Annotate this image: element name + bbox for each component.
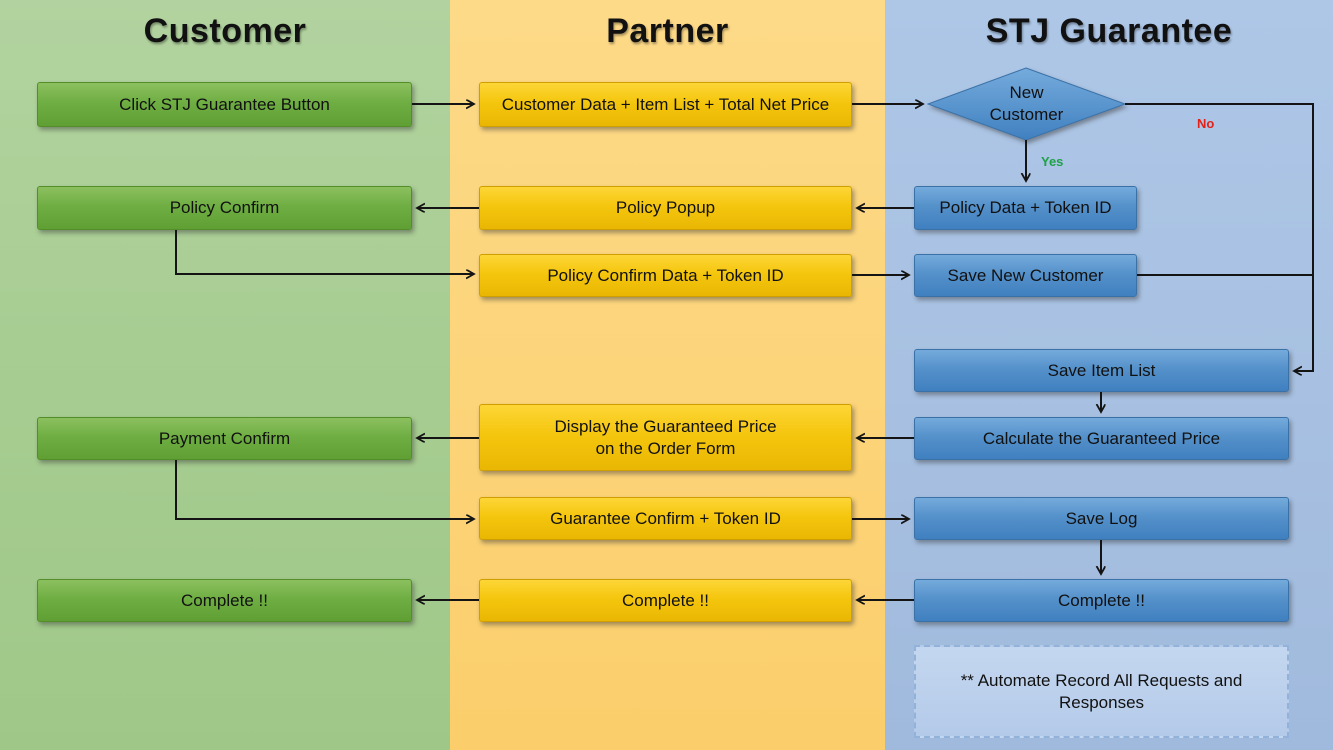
node-save-new-customer: Save New Customer [914,254,1137,297]
note-automate-record: ** Automate Record All Requests and Resp… [914,645,1289,738]
node-customer-data-item-list: Customer Data + Item List + Total Net Pr… [479,82,852,127]
lane-title-partner: Partner [606,12,729,50]
edge-label-no: No [1197,116,1215,131]
edge-label-yes: Yes [1041,154,1064,169]
node-policy-confirm-data: Policy Confirm Data + Token ID [479,254,852,297]
node-click-stj-guarantee-button: Click STJ Guarantee Button [37,82,412,127]
node-policy-data-token: Policy Data + Token ID [914,186,1137,230]
lane-title-stj-guarantee: STJ Guarantee [985,12,1233,50]
node-guarantee-confirm: Guarantee Confirm + Token ID [479,497,852,540]
node-save-item-list: Save Item List [914,349,1289,392]
node-calculate-guaranteed-price: Calculate the Guaranteed Price [914,417,1289,460]
node-customer-complete: Complete !! [37,579,412,622]
node-policy-confirm: Policy Confirm [37,186,412,230]
lane-title-customer: Customer [143,12,307,50]
node-display-guaranteed-price: Display the Guaranteed Price on the Orde… [479,404,852,471]
node-policy-popup: Policy Popup [479,186,852,230]
node-payment-confirm: Payment Confirm [37,417,412,460]
decision-new-customer-label: New Customer [989,82,1064,124]
node-save-log: Save Log [914,497,1289,540]
node-stj-complete: Complete !! [914,579,1289,622]
node-partner-complete: Complete !! [479,579,852,622]
